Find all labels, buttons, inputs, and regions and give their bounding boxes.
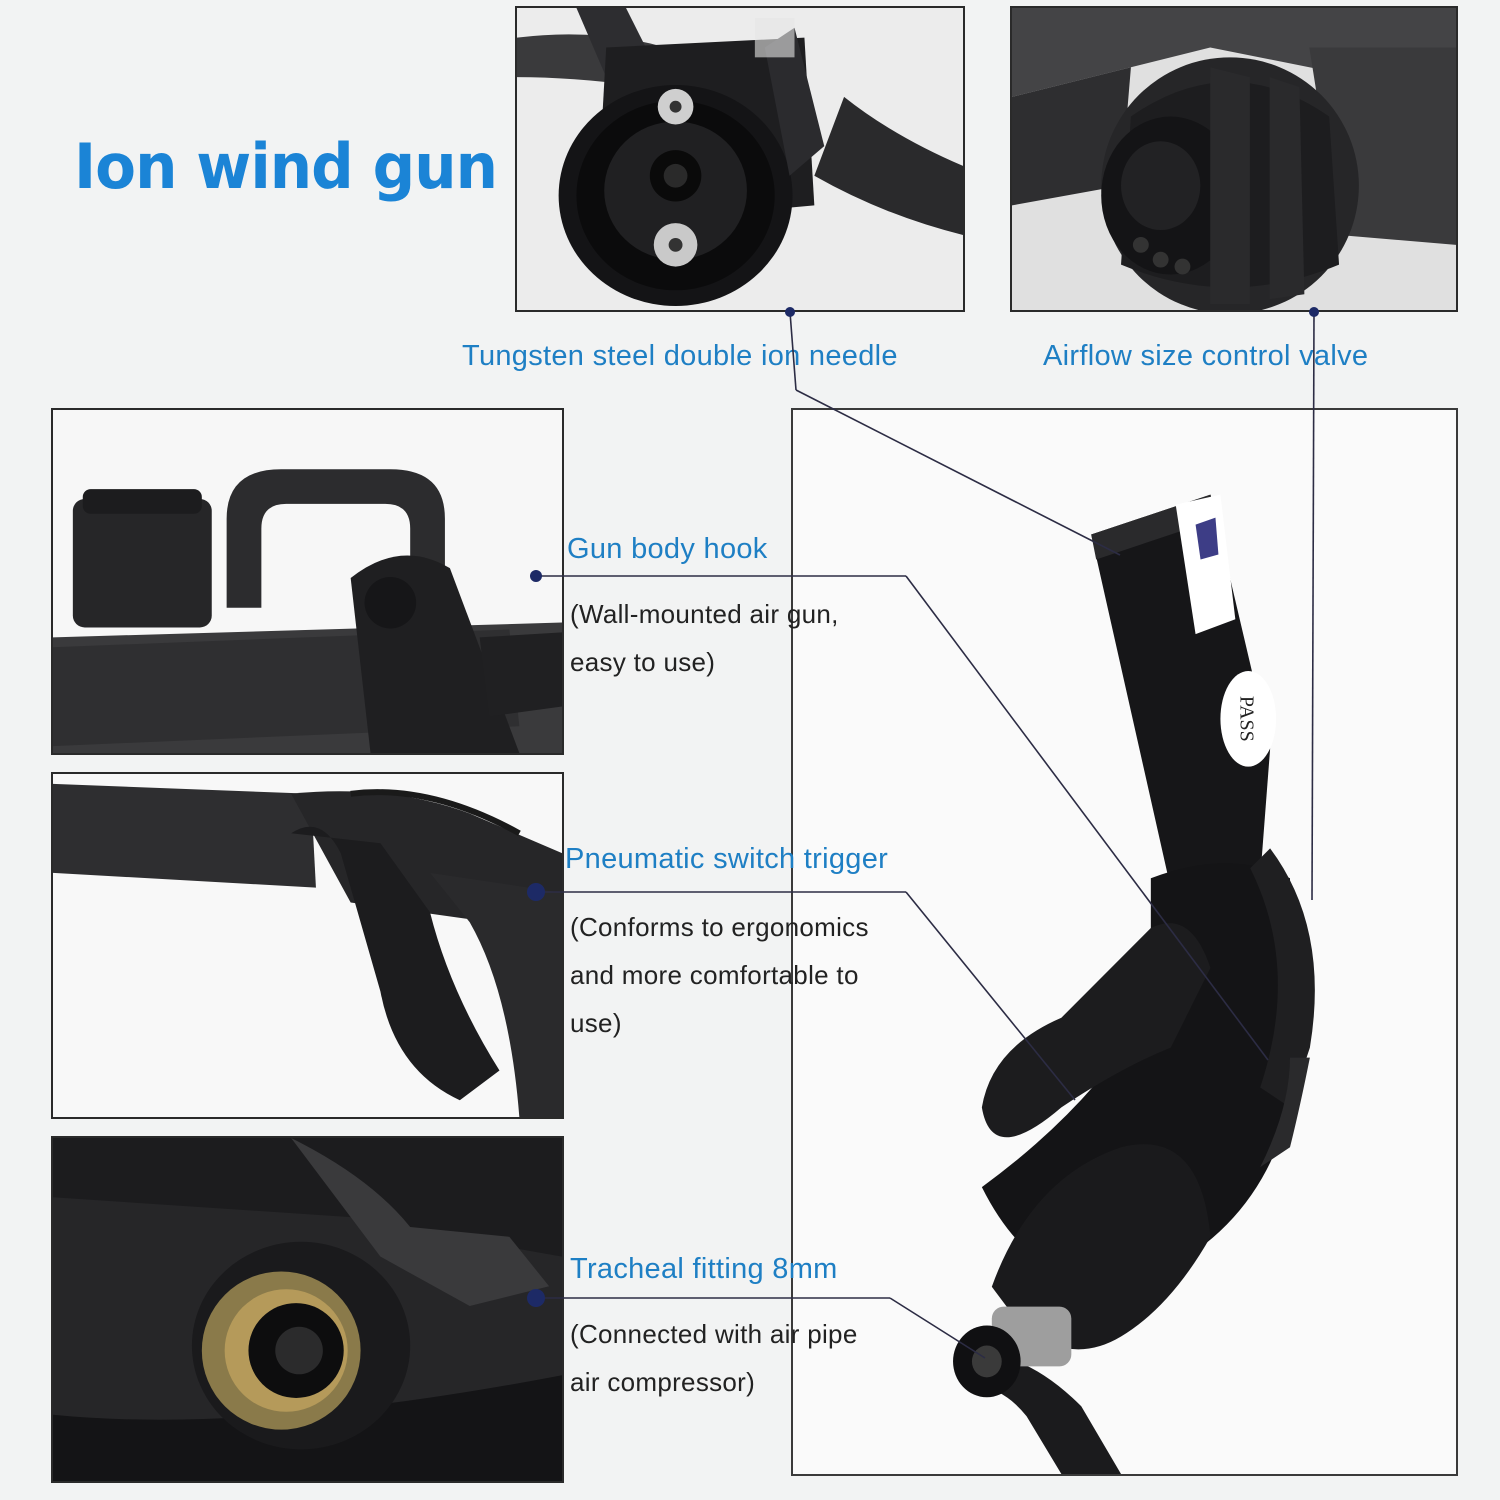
needle-closeup-image <box>517 8 963 310</box>
valve-closeup-image <box>1012 8 1456 310</box>
needle-label: Tungsten steel double ion needle <box>462 340 898 372</box>
fitting-description: (Connected with air pipe air compressor) <box>570 1319 858 1397</box>
pass-sticker-text: PASS <box>1235 696 1257 742</box>
page-title: Ion wind gun <box>74 130 498 203</box>
hook-closeup-image <box>53 410 562 753</box>
fitting-closeup-image <box>53 1138 562 1481</box>
trigger-label: Pneumatic switch trigger <box>565 843 889 875</box>
needle-closeup-photo <box>515 6 965 312</box>
fitting-closeup-photo <box>51 1136 564 1483</box>
full-gun-image: PASS <box>793 410 1456 1474</box>
valve-closeup-photo <box>1010 6 1458 312</box>
trigger-closeup-image <box>53 774 562 1117</box>
hook-closeup-photo <box>51 408 564 755</box>
full-gun-photo: PASS <box>791 408 1458 1476</box>
hook-label: Gun body hook <box>567 533 768 565</box>
trigger-description: (Conforms to ergonomics and more comfort… <box>570 912 869 1038</box>
trigger-closeup-photo <box>51 772 564 1119</box>
hook-description: (Wall-mounted air gun, easy to use) <box>570 599 839 677</box>
fitting-label: Tracheal fitting 8mm <box>570 1253 838 1285</box>
valve-label: Airflow size control valve <box>1043 340 1369 372</box>
